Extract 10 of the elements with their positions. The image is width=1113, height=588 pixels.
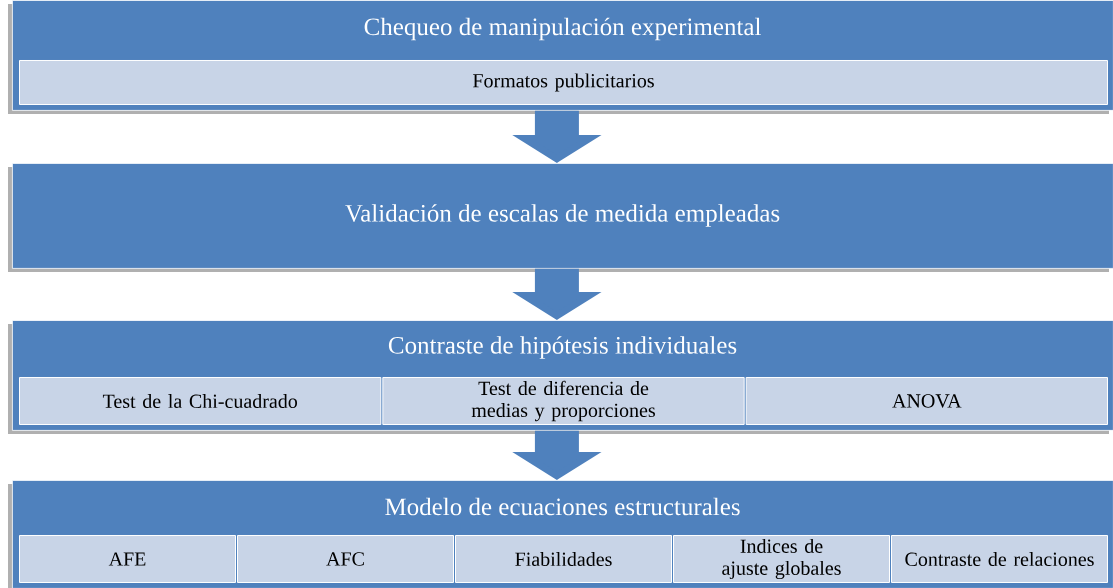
sub-box: Test de diferencia de medias y proporciones [382,377,745,425]
sub-box: ANOVA [745,377,1108,425]
sub-box: AFC [237,535,454,583]
sub-box: Contraste de relaciones [891,535,1108,583]
sub-box: Indices de ajuste globales [673,535,890,583]
sub-box: Formatos publicitarios [19,60,1108,105]
sub-box: AFE [19,535,236,583]
process-band: Validación de escalas de medida empleadas [8,163,1113,272]
sub-box: Fiabilidades [455,535,672,583]
sub-box: Test de la Chi-cuadrado [19,377,382,425]
